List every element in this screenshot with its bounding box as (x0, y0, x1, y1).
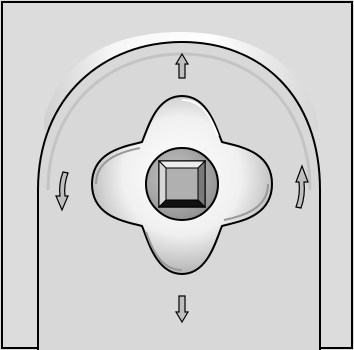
center-select-button[interactable] (146, 148, 218, 220)
